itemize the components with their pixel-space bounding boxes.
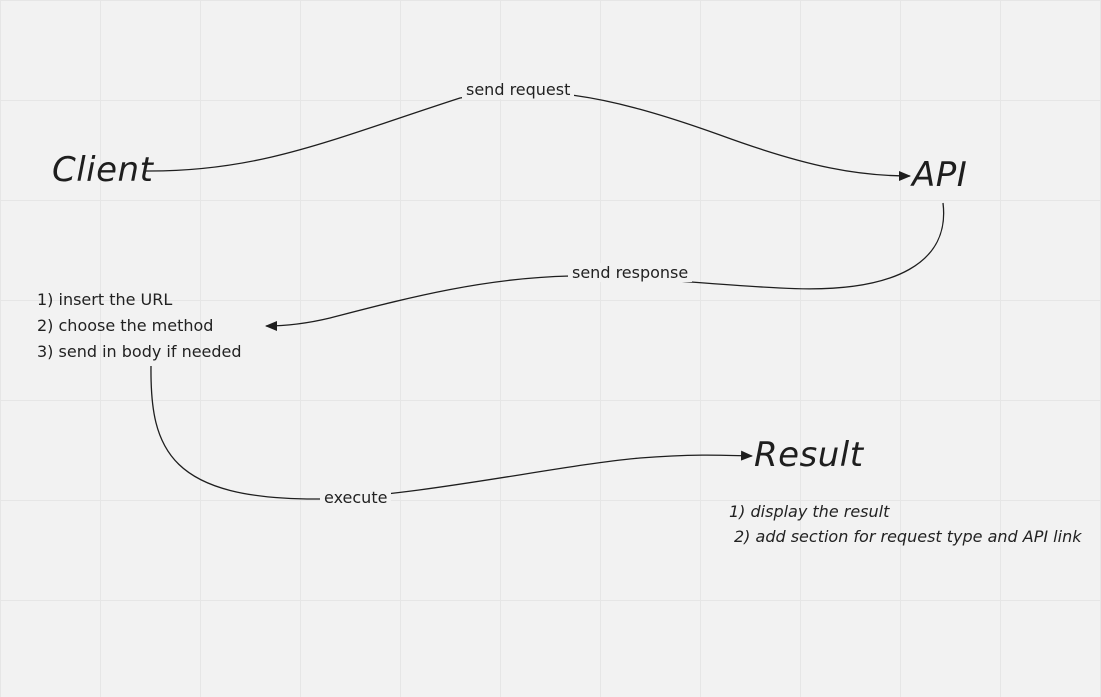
node-api[interactable]: API bbox=[912, 155, 968, 195]
edge-label-send-request: send request bbox=[462, 80, 575, 99]
edge-label-execute: execute bbox=[320, 488, 392, 507]
node-result[interactable]: Result bbox=[754, 435, 864, 475]
node-client[interactable]: Client bbox=[52, 150, 154, 190]
result-step: 2) add section for request type and API … bbox=[734, 527, 1082, 546]
edge-label-send-response: send response bbox=[568, 263, 693, 282]
client-step: 3) send in body if needed bbox=[37, 342, 242, 361]
result-steps-note[interactable]: 1) display the result 2) add section for… bbox=[729, 499, 1081, 549]
client-step: 2) choose the method bbox=[37, 316, 214, 335]
client-steps-note[interactable]: 1) insert the URL 2) choose the method 3… bbox=[37, 287, 242, 365]
connector-execute[interactable] bbox=[150, 365, 753, 500]
client-step: 1) insert the URL bbox=[37, 290, 173, 309]
result-step: 1) display the result bbox=[729, 502, 890, 521]
connector-send-request[interactable] bbox=[144, 91, 911, 181]
